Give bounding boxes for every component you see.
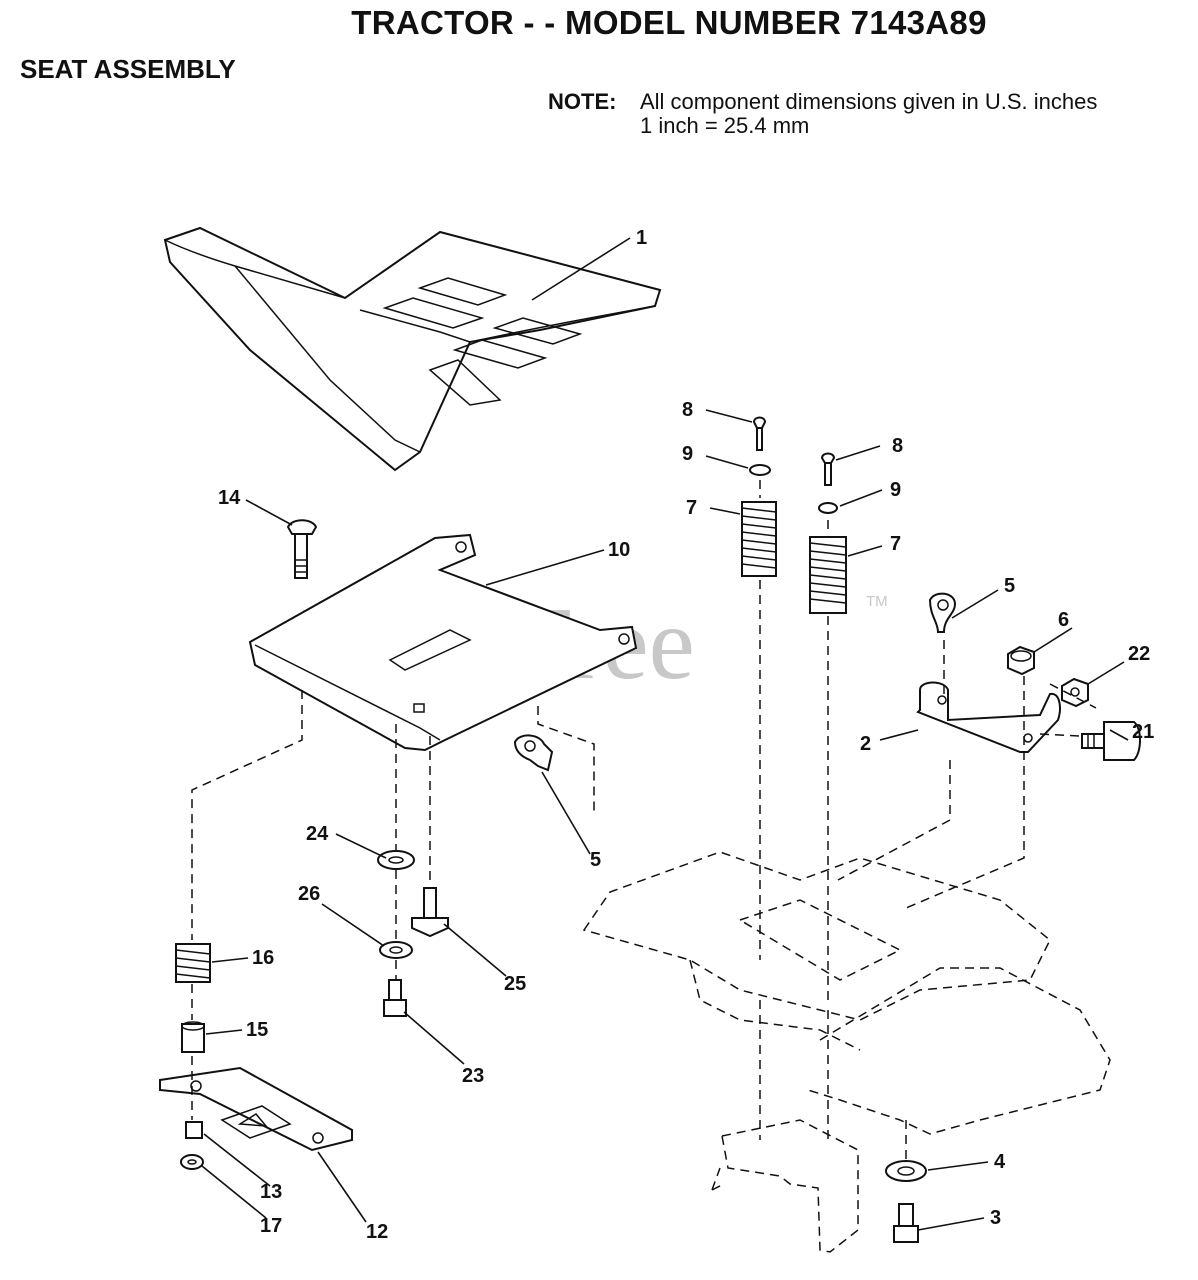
callout-9-left: 9	[682, 443, 693, 465]
callout-10: 10	[608, 539, 630, 561]
callout-7-left: 7	[686, 497, 697, 519]
nut-13-part	[185, 1121, 203, 1139]
spring-7-left-part	[741, 501, 777, 577]
callout-9-right: 9	[890, 479, 901, 501]
leader-lines	[201, 237, 1129, 1231]
note-text: All component dimensions given in U.S. i…	[640, 90, 1097, 138]
watermark-trademark: TM	[866, 593, 888, 610]
spring-7-right-part	[809, 536, 847, 614]
washer-4-part	[885, 1160, 927, 1182]
note-label: NOTE:	[548, 89, 617, 114]
callout-15: 15	[246, 1019, 268, 1041]
callout-5-upper: 5	[1004, 575, 1015, 597]
bolt-23-part	[383, 979, 407, 1017]
clip-5-lower-part	[513, 734, 554, 772]
bolt-21-part	[1081, 721, 1141, 761]
callout-1: 1	[636, 227, 647, 249]
seat-part	[163, 226, 662, 472]
tractor-frame-reference	[582, 851, 1111, 1253]
note-line-1: All component dimensions given in U.S. i…	[640, 89, 1098, 114]
washer-24-part	[377, 850, 415, 870]
plate-12-part	[159, 1066, 353, 1152]
callout-14: 14	[218, 487, 241, 509]
assembly-lines	[191, 480, 1097, 1160]
pin-8-right-part	[820, 452, 836, 486]
washer-26-part	[379, 941, 413, 959]
callout-16: 16	[252, 947, 274, 969]
washer-9-left-part	[749, 464, 771, 476]
callout-2: 2	[860, 733, 871, 755]
callout-8-right: 8	[892, 435, 903, 457]
washer-17-part	[180, 1154, 204, 1170]
callout-22: 22	[1128, 643, 1150, 665]
nut-6-part	[1007, 645, 1035, 676]
bolt-25-part	[411, 887, 449, 938]
nut-22-part	[1061, 677, 1089, 708]
callout-24: 24	[306, 823, 329, 845]
callout-26: 26	[298, 883, 320, 905]
callout-13: 13	[260, 1181, 282, 1203]
section-title: SEAT ASSEMBLY	[20, 54, 236, 84]
callout-5-lower: 5	[590, 849, 601, 871]
callout-8-left: 8	[682, 399, 693, 421]
dimension-note: NOTE: All component dimensions given in U…	[548, 90, 1097, 138]
callouts: 1 2 3 4 5 5 6 7 7 8 8 9 9 10 12 13 14 15…	[218, 227, 1154, 1243]
callout-3: 3	[990, 1207, 1001, 1229]
clip-5-upper-part	[928, 592, 957, 633]
callout-23: 23	[462, 1065, 484, 1087]
page-title: TRACTOR - - MODEL NUMBER 7143A89	[351, 4, 987, 41]
spacer-15-part	[181, 1021, 205, 1053]
bolt-3-part	[893, 1203, 919, 1243]
bracket-2-part	[916, 681, 1061, 753]
note-line-2: 1 inch = 25.4 mm	[640, 113, 810, 138]
callout-25: 25	[504, 973, 526, 995]
pin-8-left-part	[752, 416, 767, 451]
washer-9-right-part	[818, 502, 838, 514]
callout-7-right: 7	[890, 533, 901, 555]
callout-21: 21	[1132, 721, 1154, 743]
seat-pan-part	[248, 533, 638, 752]
callout-4: 4	[994, 1151, 1006, 1173]
callout-6: 6	[1058, 609, 1069, 631]
spring-16-part	[175, 943, 211, 983]
callout-17: 17	[260, 1215, 282, 1237]
callout-12: 12	[366, 1221, 388, 1243]
carriage-bolt-part	[286, 519, 318, 579]
